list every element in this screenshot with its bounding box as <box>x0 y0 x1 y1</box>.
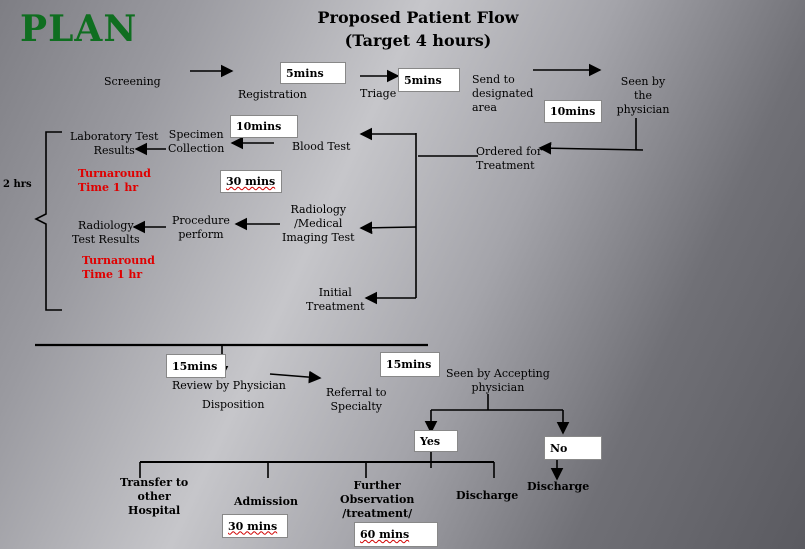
time-observation-text: 60 mins <box>360 528 410 541</box>
time-admission: 30 mins <box>222 514 288 538</box>
arrow-to-ordered <box>538 141 644 155</box>
step-discharge-no: Discharge <box>527 480 590 493</box>
time-radiology-text: 30 mins <box>226 175 276 188</box>
arrow-to-radiology <box>359 221 417 235</box>
time-admission-text: 30 mins <box>228 519 278 533</box>
time-seen: 10mins <box>544 100 602 123</box>
step-disposition: Disposition <box>202 398 265 411</box>
decision-yes: Yes <box>414 430 458 452</box>
step-admission: Admission <box>234 495 298 508</box>
title-line2: (Target 4 hours) <box>344 31 492 50</box>
bracket <box>34 131 62 311</box>
step-triage: Triage <box>360 87 397 100</box>
time-observation: 60 mins <box>354 522 438 547</box>
arrow-disposition-referral <box>269 370 322 384</box>
time-registration: 5mins <box>280 62 346 84</box>
title-line1: Proposed Patient Flow <box>317 8 519 27</box>
plan-heading: PLAN <box>20 8 138 50</box>
bracket-label: 2 hrs <box>3 179 32 190</box>
step-registration: Registration <box>238 88 307 101</box>
step-review-physician: Review by Physician <box>172 379 286 392</box>
time-review: 15mins <box>166 354 226 378</box>
step-blood-test: Blood Test <box>292 140 351 153</box>
time-specimen: 10mins <box>230 115 298 138</box>
step-screening: Screening <box>104 75 161 88</box>
decision-no: No <box>544 436 602 460</box>
time-referral: 15mins <box>380 352 440 377</box>
step-discharge-yes: Discharge <box>456 489 519 502</box>
time-triage: 5mins <box>398 68 460 92</box>
time-radiology: 30 mins <box>220 170 282 193</box>
